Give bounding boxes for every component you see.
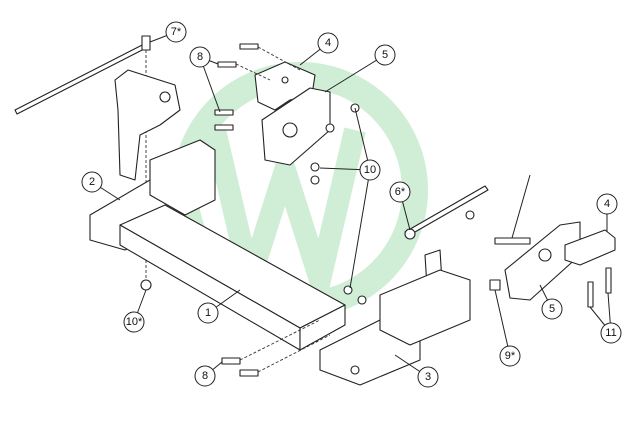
callout-label: 3 <box>425 371 431 383</box>
callout-label: 10 <box>364 164 376 176</box>
beam-part-1 <box>119 204 346 351</box>
callout-label: 6* <box>395 186 406 198</box>
callout-1: 1 <box>197 302 219 324</box>
callout-6-star: 6* <box>389 181 411 203</box>
callout-label: 1 <box>205 307 211 319</box>
bolt-part <box>494 174 531 245</box>
callout-label: 7* <box>171 26 182 38</box>
callout-label: 8 <box>197 51 203 63</box>
callout-label: 5 <box>382 49 388 61</box>
callout-10-star: 10* <box>123 311 145 333</box>
callout-label: 4 <box>325 37 331 49</box>
bolt-part-9 <box>489 279 501 291</box>
rod-part-6 <box>404 185 489 240</box>
callout-2: 2 <box>81 171 103 193</box>
callout-5-right: 5 <box>541 298 563 320</box>
bracket-part-3 <box>319 249 471 386</box>
callout-8: 8 <box>189 46 211 68</box>
callout-label: 5 <box>549 303 555 315</box>
callout-4-right: 4 <box>596 193 618 215</box>
callout-10: 10 <box>359 159 381 181</box>
callout-4: 4 <box>317 32 339 54</box>
callout-label: 8 <box>202 370 208 382</box>
callout-label: 10* <box>126 316 143 328</box>
bolts-part-11 <box>587 267 612 308</box>
callout-label: 9* <box>505 350 516 362</box>
callout-8-lower: 8 <box>194 365 216 387</box>
callout-7-star: 7* <box>165 21 187 43</box>
callout-11: 11 <box>600 322 622 344</box>
callout-5: 5 <box>374 44 396 66</box>
callout-label: 4 <box>604 198 610 210</box>
callout-3: 3 <box>417 366 439 388</box>
callout-label: 2 <box>89 176 95 188</box>
callout-label: 11 <box>605 327 616 339</box>
callout-9-star: 9* <box>499 345 521 367</box>
bolts-part-8 <box>214 43 301 131</box>
bolts-part-8-lower <box>221 319 331 377</box>
clamp-part-4-right <box>564 229 616 266</box>
nut-part-10-star <box>140 279 152 291</box>
